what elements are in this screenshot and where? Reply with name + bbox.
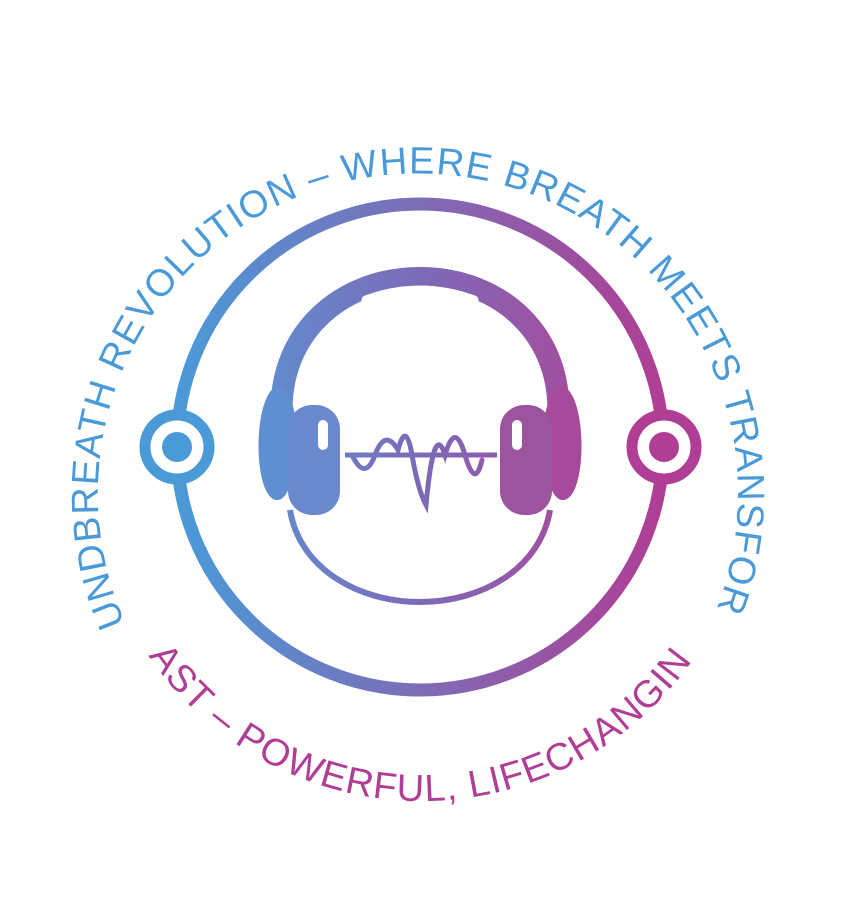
right-audio-jack-icon — [626, 409, 702, 485]
top-arc-text: THE SOUNDBREATH REVOLUTION – WHERE BREAT… — [0, 0, 770, 635]
top-arc-text-path: THE SOUNDBREATH REVOLUTION – WHERE BREAT… — [0, 0, 770, 635]
headphones-icon — [258, 266, 582, 606]
sound-wave-icon — [345, 433, 497, 514]
left-audio-jack-icon — [139, 409, 215, 485]
